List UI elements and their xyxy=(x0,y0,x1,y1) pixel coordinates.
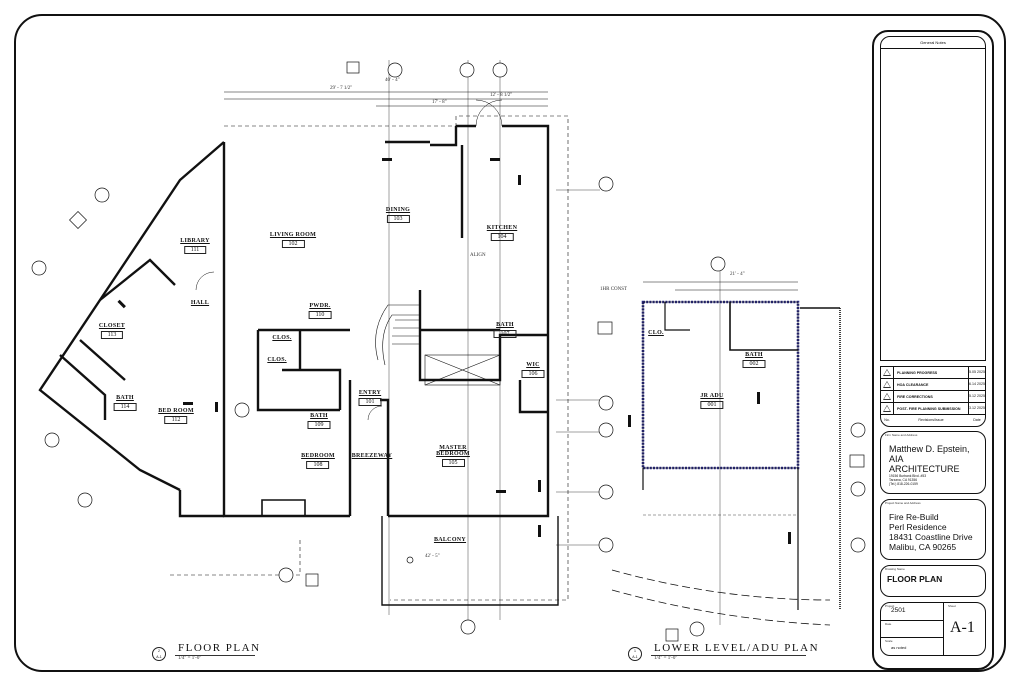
room-powder: PWDR.110 xyxy=(308,303,332,319)
room-balcony: BALCONY xyxy=(433,537,467,543)
dim-overall: 40' - 4" xyxy=(385,78,400,83)
plan-scale-lower: 1/4" = 1'-0" xyxy=(654,656,678,661)
architect-firm: ARCHITECTURE xyxy=(889,464,960,474)
project-line-2: Perl Residence xyxy=(889,522,947,532)
note-1hr-const: 1HR CONST xyxy=(600,287,628,292)
drawing-name-box: Drawing Name FLOOR PLAN xyxy=(880,565,986,597)
dim-right: 12' - 8 1/2" xyxy=(490,93,513,98)
date-cell: Date xyxy=(881,621,943,639)
room-hall: HALL xyxy=(190,300,210,306)
revision-triangle-icon xyxy=(883,369,891,376)
general-notes-panel: General Notes xyxy=(880,36,986,361)
general-notes-header: General Notes xyxy=(881,37,985,49)
revision-triangle-icon xyxy=(883,405,891,412)
revision-triangle-icon xyxy=(883,393,891,400)
revision-triangle-icon xyxy=(883,381,891,388)
dim-left: 29' - 7 1/2" xyxy=(330,86,353,91)
project-line-3: 18431 Coastline Drive xyxy=(889,532,973,542)
project-box: Project Name and Address Fire Re-Build P… xyxy=(880,499,986,560)
drawing-name: FLOOR PLAN xyxy=(887,574,943,584)
plan-scale-floor: 1/4" = 1'-0" xyxy=(178,656,202,661)
architect-name: Matthew D. Epstein, AIA xyxy=(889,444,970,464)
room-adu-closet: CLO. xyxy=(648,330,664,336)
title-block xyxy=(872,30,994,670)
room-closet-a: CLOS. xyxy=(272,335,292,341)
dim-adu-overall: 21' - 4" xyxy=(730,272,745,277)
note-align: ALIGN xyxy=(470,253,486,258)
room-breezeway: BREEZEWAY xyxy=(351,453,393,459)
sheet-number: A-1 xyxy=(950,619,975,636)
plan-title-underline xyxy=(651,655,806,656)
architect-box: Firm Name and Address Matthew D. Epstein… xyxy=(880,431,986,494)
project-line-4: Malibu, CA 90265 xyxy=(889,542,957,552)
plan-title-floor-plan: FLOOR PLAN xyxy=(178,642,261,654)
room-closet-b: CLOS. xyxy=(267,357,287,363)
plan-title-lower-level: LOWER LEVEL/ADU PLAN xyxy=(654,642,820,654)
plan-title-underline xyxy=(175,655,255,656)
project-line-1: Fire Re-Build xyxy=(889,512,939,522)
dim-balcony-total: 42' - 5" xyxy=(425,554,440,559)
dim-dining-kitchen: 17' - 8" xyxy=(432,100,447,105)
